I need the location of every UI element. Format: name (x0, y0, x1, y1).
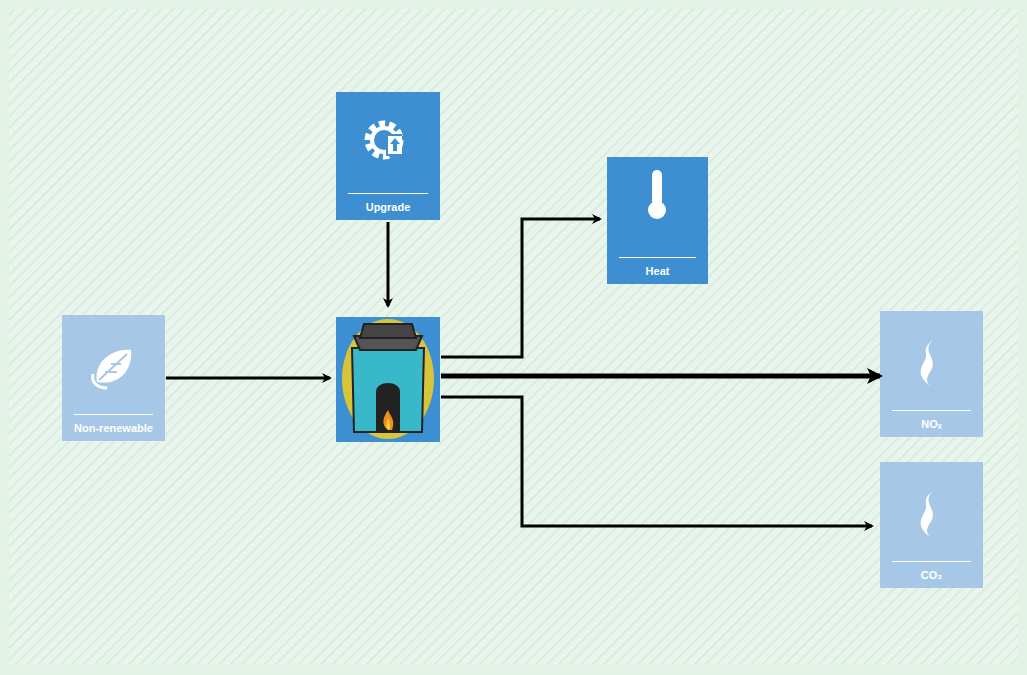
label-box: CO₂ (880, 462, 983, 588)
stove-box (336, 317, 440, 442)
fuel-icon (93, 350, 132, 388)
label-box: Upgrade (336, 92, 440, 220)
label-box: Heat (607, 157, 708, 284)
emission-box (880, 311, 983, 437)
divider-line (74, 414, 153, 415)
flow-arrows (166, 219, 880, 526)
thermometer-icon (648, 170, 666, 219)
divider-line (348, 193, 428, 194)
box-label: Non-renewable (66, 422, 161, 435)
gear-icon (368, 124, 402, 156)
emission-box (880, 462, 983, 588)
box-label: CO₂ (884, 569, 979, 582)
label-box: Non-renewable (62, 315, 165, 441)
divider-line (892, 561, 971, 562)
box-label: NOₓ (884, 418, 979, 431)
stove-illustration (342, 319, 434, 439)
smoke-icon (921, 491, 933, 537)
box-label: Upgrade (340, 201, 436, 214)
input-box (62, 315, 165, 441)
box-label: Heat (611, 265, 704, 278)
smoke-icon (921, 340, 933, 386)
heat-box (607, 157, 708, 284)
divider-line (892, 410, 971, 411)
upgrade-box (336, 92, 440, 220)
hatched-ground (9, 9, 1018, 664)
divider-line (619, 257, 696, 258)
label-box: NOₓ (880, 311, 983, 437)
